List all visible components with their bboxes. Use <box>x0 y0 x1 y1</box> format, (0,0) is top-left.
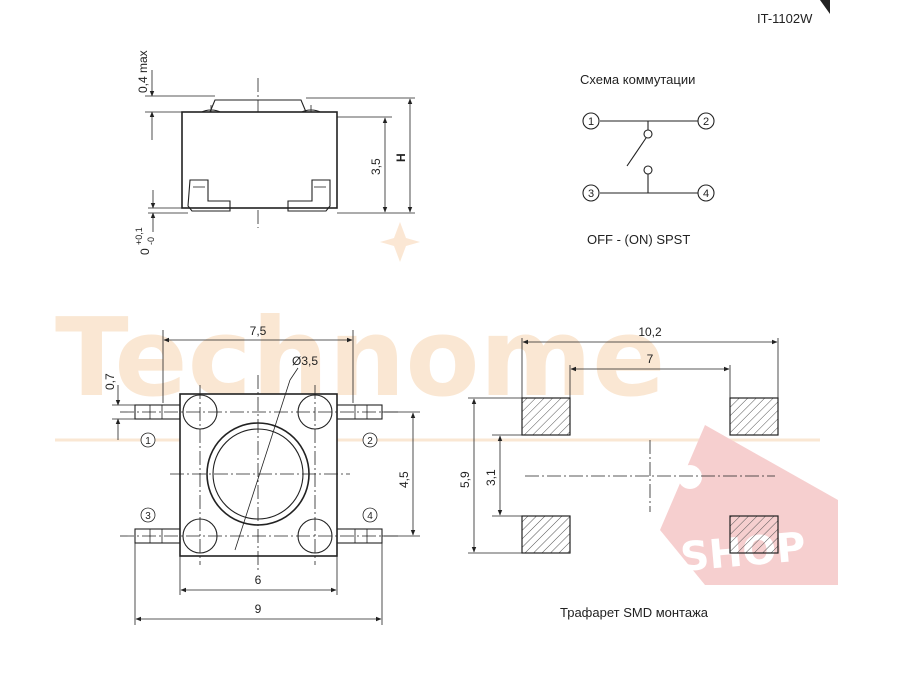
switch-type-label: OFF - (ON) SPST <box>587 232 690 247</box>
top-view: 7,5 <box>103 324 420 625</box>
svg-text:3: 3 <box>145 511 151 522</box>
dim-total-height: H <box>394 153 408 162</box>
schematic-pin-4: 4 <box>697 184 715 202</box>
watermark: Technome SHOP <box>55 222 838 585</box>
dim-lead-width: 0,7 <box>103 373 117 390</box>
dim-top-clearance: 0,4 max <box>136 50 150 93</box>
dim-pin-pitch: 4,5 <box>397 471 411 488</box>
pin-label-2: 2 <box>362 432 378 448</box>
pin-label-1: 1 <box>140 432 156 448</box>
side-view: 0,4 max 3,5 H 0 +0,1 -0 <box>134 50 415 255</box>
pad-2 <box>729 397 779 436</box>
dim-bottom-tol-lower: -0 <box>146 237 156 245</box>
svg-text:3: 3 <box>588 188 594 200</box>
dim-actuator-diameter: Ø3,5 <box>292 354 318 368</box>
corner-tab <box>820 0 830 14</box>
watermark-star <box>380 222 420 262</box>
svg-text:2: 2 <box>367 436 373 447</box>
svg-text:4: 4 <box>703 188 709 200</box>
dim-overall-width: 9 <box>255 602 262 616</box>
schematic-pin-3: 3 <box>582 184 600 202</box>
schematic-pin-2: 2 <box>697 112 715 130</box>
dim-body-width: 6 <box>255 573 262 587</box>
pad-1 <box>521 397 571 436</box>
dim-body-height: 3,5 <box>369 158 383 175</box>
schematic: Схема коммутации 1 2 3 4 OFF - (ON) SPST <box>580 72 715 247</box>
pad-4 <box>729 515 779 554</box>
dim-bottom-tol-upper: +0,1 <box>134 227 144 245</box>
model-label: IT-1102W <box>757 11 813 26</box>
dim-footprint-height-inner: 3,1 <box>484 469 498 486</box>
footprint-caption: Трафарет SMD монтажа <box>560 605 709 620</box>
dim-footprint-inner: 7 <box>647 352 654 366</box>
schematic-title: Схема коммутации <box>580 72 695 87</box>
dim-footprint-height-outer: 5,9 <box>458 471 472 488</box>
footprint: 10,2 7 5,9 3,1 Трафарет SMD монтажа <box>458 325 779 620</box>
schematic-pin-1: 1 <box>582 112 600 130</box>
pin-label-4: 4 <box>362 507 378 523</box>
watermark-badge: SHOP <box>660 425 838 585</box>
dim-pin-span: 7,5 <box>250 324 267 338</box>
svg-text:1: 1 <box>145 436 151 447</box>
watermark-brand: Technome <box>55 296 665 421</box>
dim-footprint-outer: 10,2 <box>638 325 662 339</box>
svg-text:4: 4 <box>367 511 373 522</box>
pad-3 <box>521 515 571 554</box>
dim-bottom-offset: 0 <box>138 248 152 255</box>
pin-label-3: 3 <box>140 507 156 523</box>
svg-text:1: 1 <box>588 116 594 128</box>
svg-text:2: 2 <box>703 116 709 128</box>
